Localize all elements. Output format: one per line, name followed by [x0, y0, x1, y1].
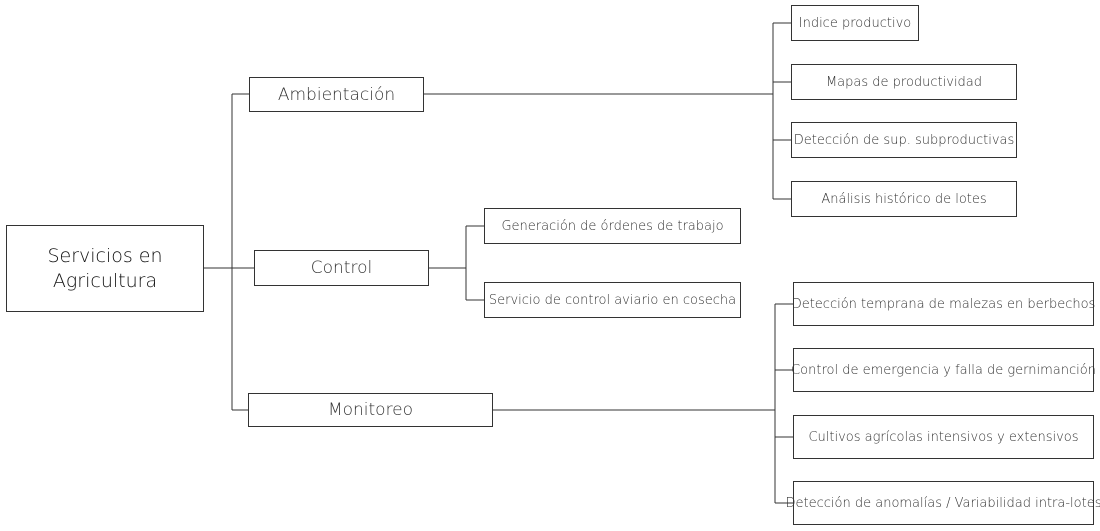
branch-monitoreo: Monitoreo [248, 393, 493, 427]
branch-ambientacion: Ambientación [249, 77, 424, 112]
leaf-analisis-historico-lotes: Análisis histórico de lotes [791, 181, 1017, 217]
root-label-line1: Servicios en [47, 244, 163, 267]
root-node: Servicios en Agricultura [6, 225, 204, 312]
leaf-servicio-control-aviario: Servicio de control aviario en cosecha [484, 282, 741, 318]
leaf-deteccion-temprana-malezas: Detección temprana de malezas en berbech… [792, 282, 1095, 326]
leaf-generacion-ordenes-trabajo: Generación de órdenes de trabajo [484, 208, 741, 244]
leaf-deteccion-anomalias: Detección de anomalías / Variabilidad in… [786, 481, 1100, 525]
leaf-deteccion-sup-subproductivas: Detección de sup. subproductivas [791, 122, 1017, 158]
branch-control: Control [254, 250, 429, 286]
leaf-indice-productivo: Indice productivo [791, 5, 919, 41]
root-label-line2: Agricultura [52, 269, 158, 292]
leaf-mapas-productividad: Mapas de productividad [791, 64, 1017, 100]
leaf-cultivos-agricolas: Cultivos agrícolas intensivos y extensiv… [793, 415, 1094, 459]
leaf-control-emergencia: Control de emergencia y falla de gernima… [791, 348, 1096, 392]
